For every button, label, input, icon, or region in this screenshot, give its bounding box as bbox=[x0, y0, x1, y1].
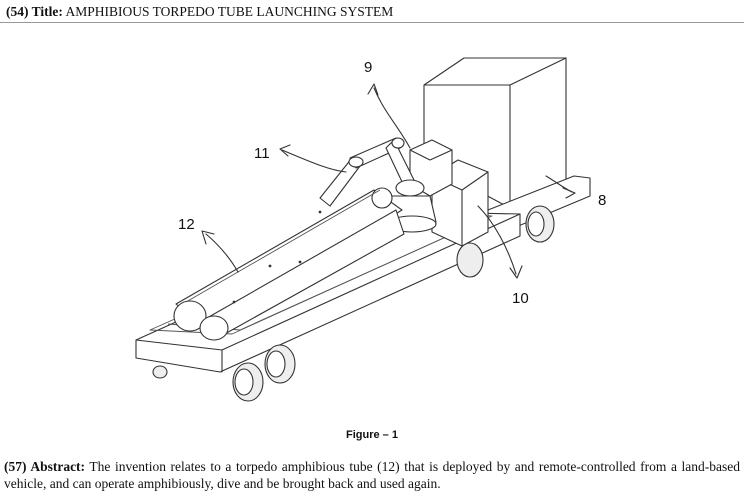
ref-numeral-11: 11 bbox=[254, 145, 270, 162]
ref-numeral-9: 9 bbox=[364, 59, 372, 76]
abstract-code: (57) Abstract: bbox=[4, 459, 86, 474]
robotic-arm bbox=[319, 137, 437, 233]
patent-drawing: 9 11 12 8 10 bbox=[135, 57, 606, 402]
figure-caption: Figure – 1 bbox=[346, 429, 398, 441]
torpedo-tube bbox=[173, 187, 405, 341]
abstract-paragraph: (57) Abstract: The invention relates to … bbox=[4, 458, 740, 492]
header-rule bbox=[0, 22, 744, 23]
patent-title: AMPHIBIOUS TORPEDO TUBE LAUNCHING SYSTEM bbox=[65, 4, 394, 19]
patent-title-line: (54) Title: AMPHIBIOUS TORPEDO TUBE LAUN… bbox=[6, 4, 393, 20]
arm-base-box bbox=[409, 139, 453, 197]
ref-numeral-8: 8 bbox=[598, 192, 606, 209]
ref-numeral-10: 10 bbox=[512, 290, 529, 307]
ref-numeral-12: 12 bbox=[178, 216, 195, 233]
vehicle-wheels bbox=[152, 205, 555, 402]
leader-arrows bbox=[201, 83, 576, 279]
abstract-text: The invention relates to a torpedo amphi… bbox=[4, 459, 740, 491]
title-code: (54) Title: bbox=[6, 4, 63, 19]
